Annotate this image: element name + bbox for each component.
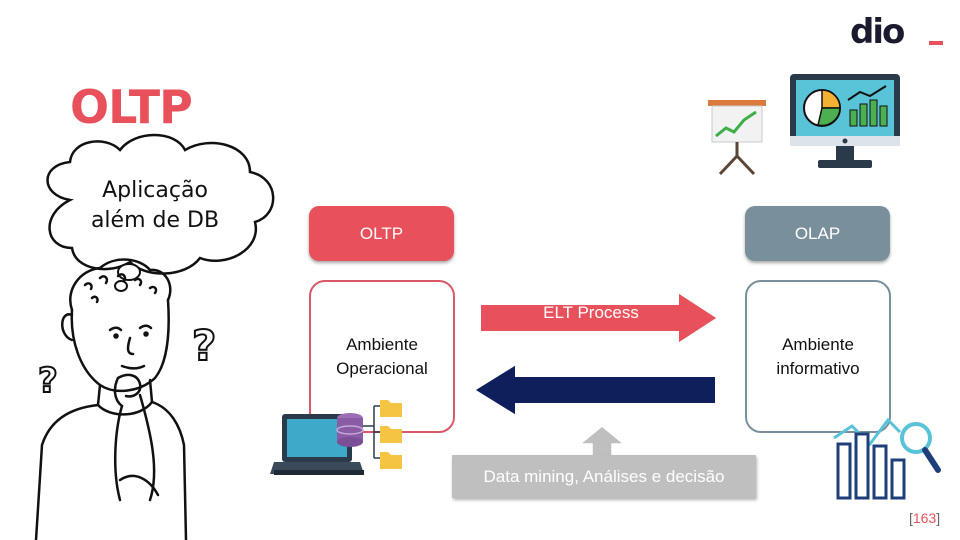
thought-line-2: além de DB xyxy=(90,208,220,233)
page-title: OLTP xyxy=(70,80,193,134)
olap-label-box: OLAP xyxy=(745,206,890,261)
elt-process-arrow xyxy=(479,290,720,346)
thought-line-1: Aplicação xyxy=(102,178,208,203)
thought-text: Aplicação além de DB xyxy=(80,176,230,236)
laptop-database-icon xyxy=(270,400,402,475)
dashboard-monitor-icon xyxy=(790,74,900,168)
svg-text:?: ? xyxy=(38,361,58,401)
operational-env-line-2: Operacional xyxy=(336,358,428,378)
page-number: [163] xyxy=(909,510,941,526)
operational-env-line-1: Ambiente xyxy=(346,334,418,354)
dio-logo: dio xyxy=(850,14,945,50)
informative-env-line-1: Ambiente xyxy=(782,334,854,354)
logo-underscore xyxy=(929,41,943,45)
up-arrow xyxy=(577,425,627,458)
informative-environment-box: Ambiente informativo xyxy=(745,280,891,433)
page-number-value: 163 xyxy=(912,510,937,526)
return-arrow xyxy=(472,362,717,418)
elt-process-label: ELT Process xyxy=(543,303,639,322)
informative-env-line-2: informativo xyxy=(776,358,860,378)
presentation-board-icon xyxy=(708,100,766,176)
data-mining-box: Data mining, Análises e decisão xyxy=(452,455,756,498)
analytics-magnifier-icon xyxy=(833,417,941,500)
oltp-label-box: OLTP xyxy=(309,206,454,261)
logo-text: dio xyxy=(850,12,905,52)
svg-text:?: ? xyxy=(192,321,216,370)
